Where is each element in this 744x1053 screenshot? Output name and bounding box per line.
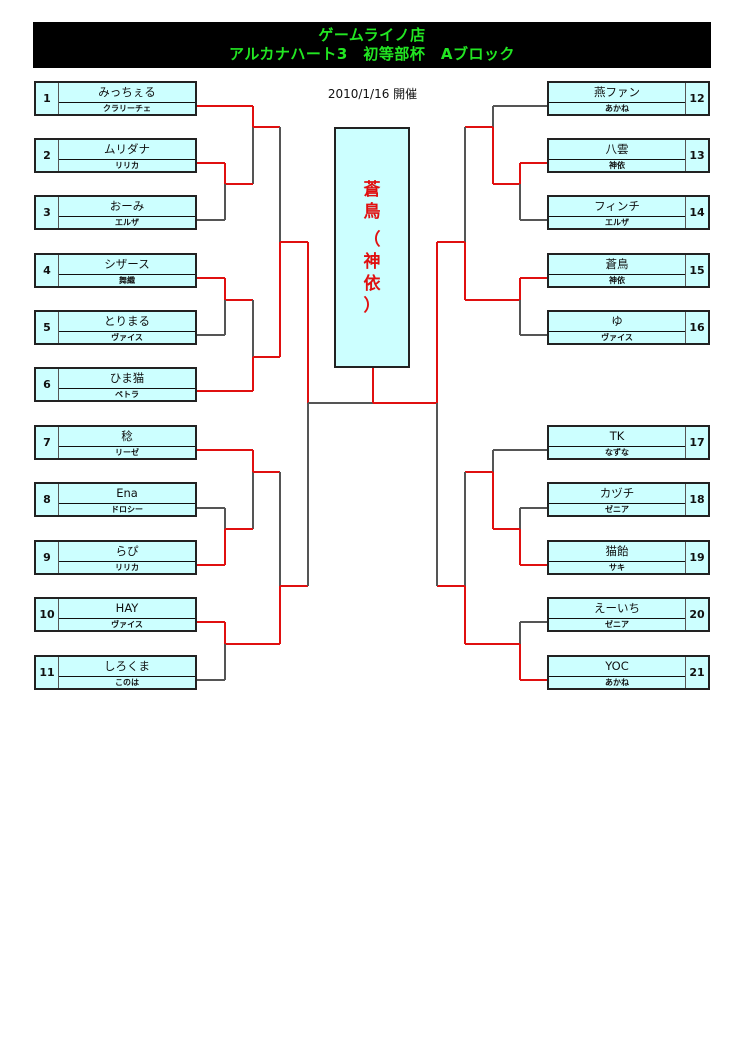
player-entry: 15 蒼鳥神依: [547, 253, 710, 288]
player-entry: 11 しろくまこのは: [34, 655, 197, 690]
player-name: とりまる: [104, 314, 150, 328]
player-entry: 6 ひま猫ペトラ: [34, 367, 197, 402]
player-character: クラリーチェ: [59, 102, 195, 115]
player-entry: 2 ムリダナリリカ: [34, 138, 197, 173]
player-name: おーみ: [109, 199, 145, 213]
player-entry: 7 稔リーゼ: [34, 425, 197, 460]
player-name: フィンチ: [594, 199, 640, 213]
player-character: このは: [59, 676, 195, 689]
player-name: シザース: [104, 257, 150, 271]
player-entry: 13 八雲神依: [547, 138, 710, 173]
seed-number: 14: [685, 197, 708, 228]
player-character: エルザ: [549, 216, 685, 229]
player-character: リーゼ: [59, 446, 195, 459]
player-entry: 1 みっちぇるクラリーチェ: [34, 81, 197, 116]
seed-number: 8: [36, 484, 59, 515]
seed-number: 6: [36, 369, 59, 400]
champion-char: 神: [363, 252, 381, 272]
player-character: エルザ: [59, 216, 195, 229]
player-entry: 5 とりまるヴァイス: [34, 310, 197, 345]
seed-number: 19: [685, 542, 708, 573]
champion-char: 蒼: [363, 180, 381, 200]
player-entry: 17 TK なずな: [547, 425, 710, 460]
tournament-title: アルカナハート3 初等部杯 Aブロック: [229, 45, 515, 63]
champion-char: ）: [363, 296, 381, 316]
player-name: 稔: [121, 429, 133, 443]
player-character: ペトラ: [59, 388, 195, 401]
seed-number: 10: [36, 599, 59, 630]
player-character: ドロシー: [59, 503, 195, 516]
player-entry: 10 HAY ヴァイス: [34, 597, 197, 632]
player-character: ヴァイス: [549, 331, 685, 344]
player-character: あかね: [549, 102, 685, 115]
player-entry: 16 ゆヴァイス: [547, 310, 710, 345]
player-name: しろくま: [104, 659, 150, 673]
player-entry: 20 えーいちゼニア: [547, 597, 710, 632]
player-entry: 14 フィンチエルザ: [547, 195, 710, 230]
seed-number: 12: [685, 83, 708, 114]
player-character: ヴァイス: [59, 331, 195, 344]
seed-number: 15: [685, 255, 708, 286]
player-character: ゼニア: [549, 503, 685, 516]
seed-number: 21: [685, 657, 708, 688]
player-character: リリカ: [59, 159, 195, 172]
player-character: ゼニア: [549, 618, 685, 631]
player-character: 神依: [549, 159, 685, 172]
player-entry: 3 おーみエルザ: [34, 195, 197, 230]
event-date: 2010/1/16 開催: [327, 87, 418, 101]
champion-char: 依: [363, 274, 381, 294]
player-entry: 4 シザース舞織: [34, 253, 197, 288]
player-entry: 9 らぴリリカ: [34, 540, 197, 575]
seed-number: 4: [36, 255, 59, 286]
player-name: ムリダナ: [104, 142, 150, 156]
seed-number: 18: [685, 484, 708, 515]
seed-number: 20: [685, 599, 708, 630]
player-entry: 18 カヅチゼニア: [547, 482, 710, 517]
player-entry: 21 YOC あかね: [547, 655, 710, 690]
player-name: らぴ: [115, 544, 139, 558]
seed-number: 5: [36, 312, 59, 343]
seed-number: 7: [36, 427, 59, 458]
player-character: あかね: [549, 676, 685, 689]
player-character: なずな: [549, 446, 685, 459]
seed-number: 11: [36, 657, 59, 688]
player-name: カヅチ: [599, 486, 635, 500]
player-name: 燕ファン: [594, 85, 640, 99]
seed-number: 16: [685, 312, 708, 343]
champion-char: （: [363, 230, 381, 250]
player-name: Ena: [116, 486, 138, 500]
player-character: ヴァイス: [59, 618, 195, 631]
champion-name: 蒼鳥 （神依）: [336, 179, 408, 317]
player-name: HAY: [115, 601, 139, 615]
player-name: ひま猫: [109, 371, 145, 385]
seed-number: 2: [36, 140, 59, 171]
player-character: リリカ: [59, 561, 195, 574]
seed-number: 17: [685, 427, 708, 458]
player-name: 蒼鳥: [605, 257, 629, 271]
player-entry: 19 猫飴サキ: [547, 540, 710, 575]
player-name: えーいち: [594, 601, 640, 615]
player-name: 八雲: [605, 142, 629, 156]
store-title: ゲームライノ店: [318, 26, 426, 44]
seed-number: 9: [36, 542, 59, 573]
player-character: 舞織: [59, 274, 195, 287]
seed-number: 1: [36, 83, 59, 114]
champion-box: 蒼鳥 （神依）: [334, 127, 410, 368]
seed-number: 3: [36, 197, 59, 228]
player-entry: 8 Ena ドロシー: [34, 482, 197, 517]
player-name: 猫飴: [605, 544, 629, 558]
seed-number: 13: [685, 140, 708, 171]
player-name: YOC: [605, 659, 629, 673]
player-name: ゆ: [611, 314, 623, 328]
player-name: みっちぇる: [98, 85, 156, 99]
tournament-header: ゲームライノ店 アルカナハート3 初等部杯 Aブロック: [33, 22, 711, 68]
champion-char: 鳥: [363, 202, 381, 222]
player-name: TK: [609, 429, 625, 443]
player-character: 神依: [549, 274, 685, 287]
player-character: サキ: [549, 561, 685, 574]
player-entry: 12 燕ファンあかね: [547, 81, 710, 116]
